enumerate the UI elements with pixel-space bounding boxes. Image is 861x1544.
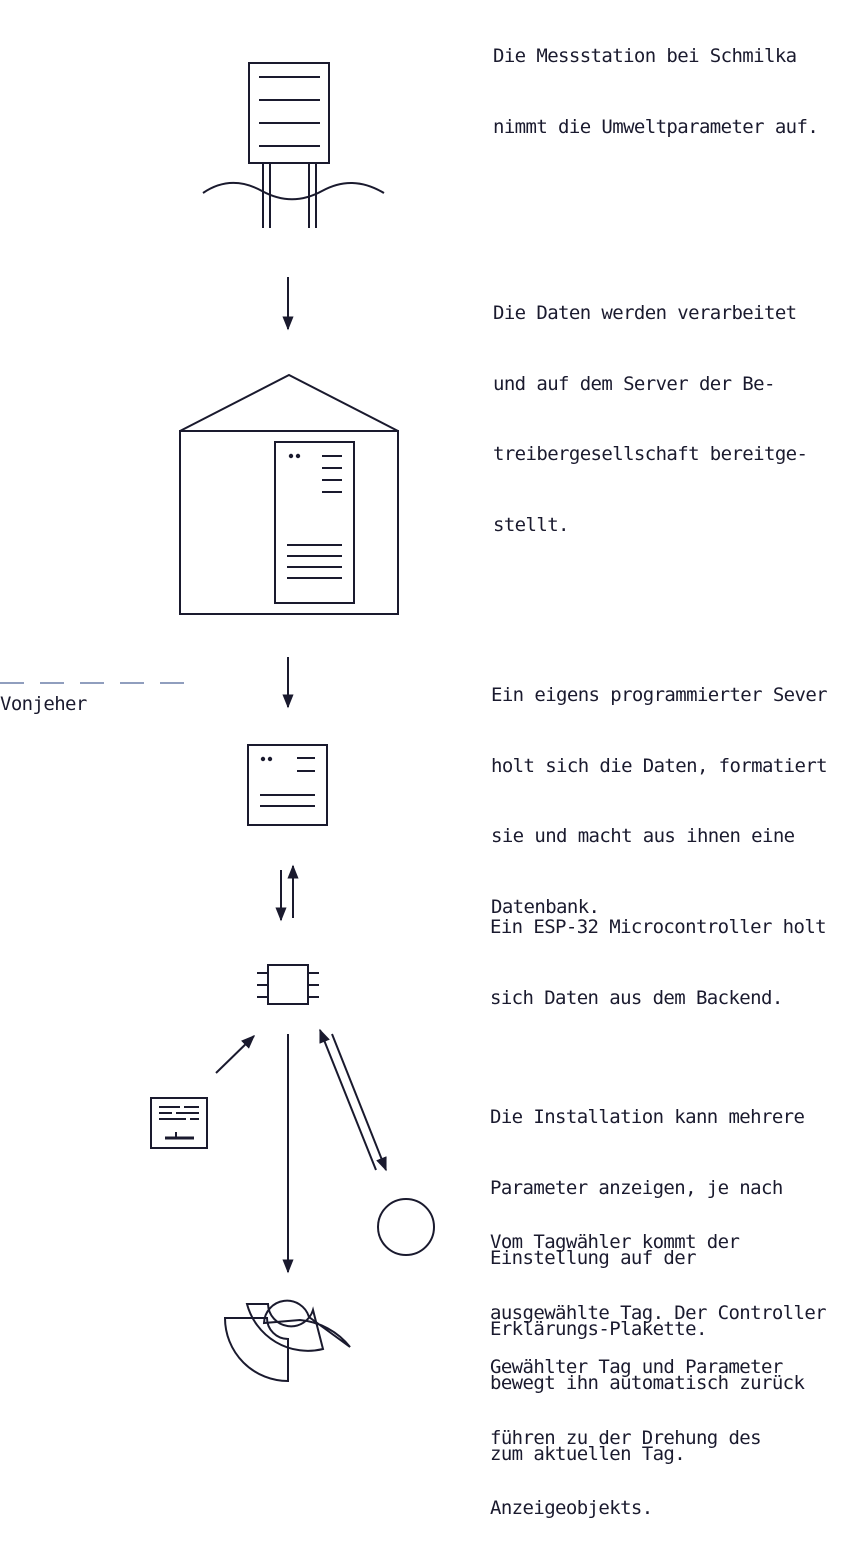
caption-esp32: Ein ESP-32 Microcontroller holt sich Dat… bbox=[490, 916, 827, 1009]
backend-server-icon bbox=[247, 744, 328, 826]
day-selector-dial-icon bbox=[377, 1198, 435, 1256]
caption-backend: Ein eigens programmierter Sever holt sic… bbox=[491, 684, 828, 918]
arrow-controller-to-dial bbox=[331, 1033, 387, 1172]
caption-station: Die Messstation bei Schmilka nimmt die U… bbox=[493, 45, 819, 138]
flow-diagram bbox=[0, 62, 435, 1383]
arrow-dial-to-controller bbox=[319, 1028, 377, 1171]
caption-anzeige: Gewählter Tag und Parameter führen zu de… bbox=[490, 1356, 783, 1519]
side-label: Vonjeher bbox=[0, 693, 87, 715]
arrow-plaque-to-controller bbox=[215, 1035, 256, 1074]
measuring-station-icon bbox=[202, 62, 385, 228]
caption-server: Die Daten werden verarbeitet und auf dem… bbox=[493, 302, 808, 536]
server-building-icon bbox=[179, 373, 399, 615]
display-object-icon bbox=[223, 1299, 351, 1383]
caption-plakette: Die Installation kann mehrere Parameter … bbox=[490, 1106, 805, 1340]
microcontroller-icon bbox=[257, 964, 319, 1005]
parameter-plaque-icon bbox=[150, 1097, 208, 1149]
